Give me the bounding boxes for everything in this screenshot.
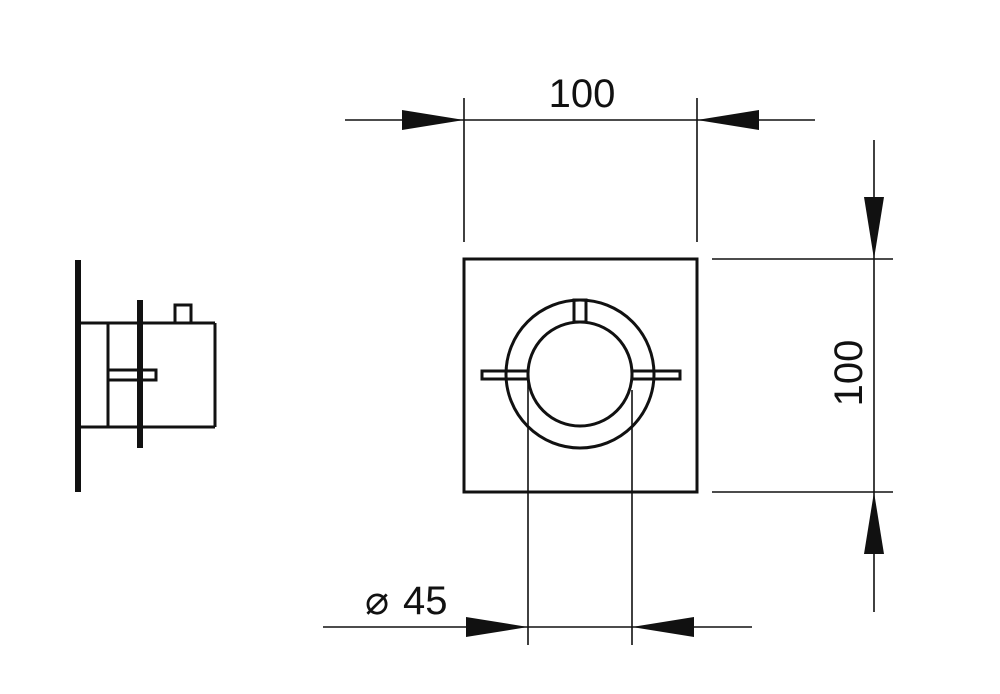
front-view — [462, 257, 699, 494]
front-view-right-tab — [630, 369, 682, 381]
height-arrow-bottom — [864, 492, 884, 554]
width-dimension: 100 — [345, 72, 815, 242]
diameter-symbol: ⌀ — [365, 579, 389, 623]
height-arrow-top — [864, 197, 884, 259]
width-arrow-left — [402, 110, 464, 130]
side-view-stem — [106, 368, 158, 382]
front-view-top-marker — [572, 298, 588, 324]
diameter-dimension: ⌀ 45 — [323, 372, 752, 645]
front-view-square-plate — [462, 257, 699, 494]
height-dimension: 100 — [712, 140, 893, 612]
width-arrow-right — [697, 110, 759, 130]
diameter-arrow-left — [466, 617, 528, 637]
width-dimension-label: 100 — [549, 72, 616, 116]
diameter-arrow-right — [632, 617, 694, 637]
side-view — [75, 260, 217, 492]
front-view-knob — [526, 320, 634, 428]
side-view-indicator — [173, 303, 193, 325]
height-dimension-label: 100 — [827, 340, 871, 407]
diameter-dimension-label: 45 — [403, 579, 448, 623]
